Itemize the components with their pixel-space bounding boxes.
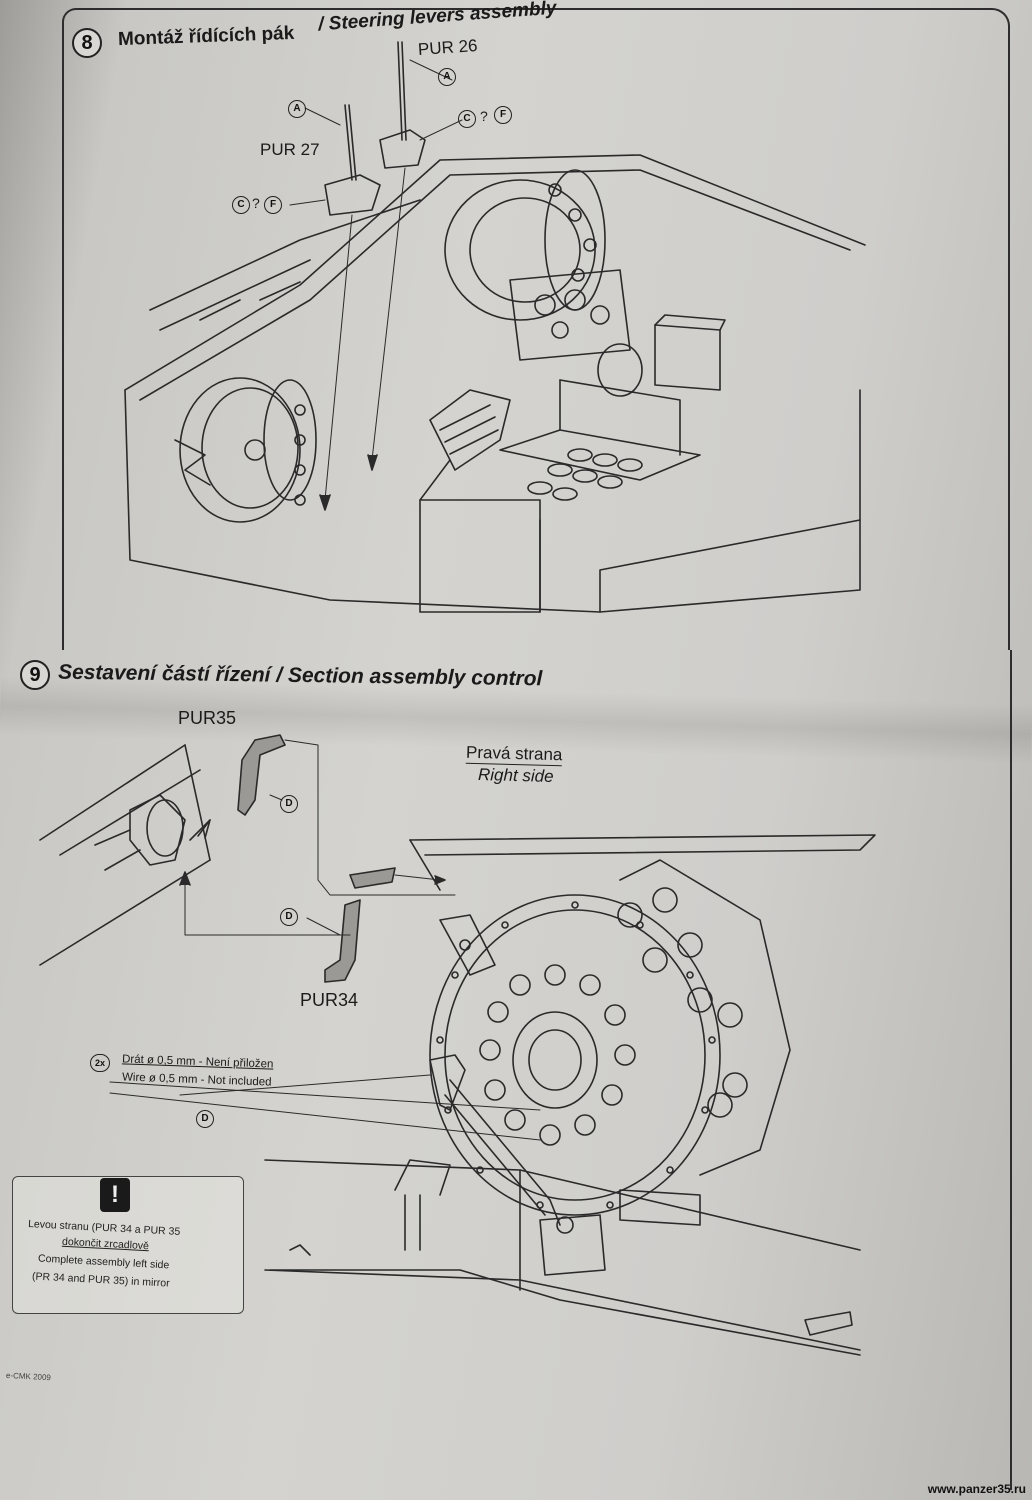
step9-left-detail [39, 734, 456, 983]
site-watermark: www.panzer35.ru [927, 1482, 1026, 1496]
part-label-pur34: PUR34 [300, 990, 359, 1010]
step8-frame [62, 8, 1010, 650]
part-label-pur26: PUR 26 [417, 35, 479, 60]
step9-number-badge: 9 [20, 660, 50, 690]
callout-c-left: C [232, 196, 250, 214]
callout-a-right: A [438, 68, 456, 86]
step9-sprocket-drawing [109, 834, 876, 1356]
step8-number-badge: 8 [72, 28, 102, 58]
callout-d-wire: D [196, 1110, 214, 1128]
part-label-pur27: PUR 27 [260, 140, 320, 159]
side-label-en: Right side [477, 765, 554, 786]
question-mark-left: ? [252, 195, 260, 211]
side-label-cz: Pravá strana [465, 742, 563, 767]
callout-f-left: F [264, 196, 282, 214]
callout-d-lower: D [280, 908, 298, 926]
callout-d-upper: D [280, 795, 298, 813]
callout-c-right: C [458, 110, 476, 128]
callout-a-left: A [288, 100, 306, 118]
step8-hull-drawing [124, 41, 866, 613]
step9-frame [0, 650, 1012, 1490]
callout-f-right: F [494, 106, 512, 124]
warning-icon: ! [100, 1178, 130, 1212]
question-mark-right: ? [480, 108, 488, 124]
part-label-pur35: PUR35 [178, 708, 237, 728]
wire-quantity-badge: 2x [90, 1054, 110, 1072]
